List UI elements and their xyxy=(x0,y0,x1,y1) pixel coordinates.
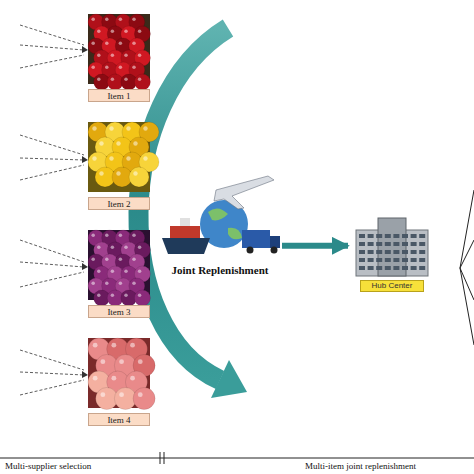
transport-group: Joint Replenishment xyxy=(158,168,282,276)
curved-arrow-head xyxy=(211,360,247,398)
item-label-box: Item 4 xyxy=(88,413,150,426)
fruit-photo xyxy=(88,338,155,410)
fruit-photo xyxy=(88,122,159,192)
distribution-lines xyxy=(460,190,474,345)
item-label: Item 3 xyxy=(107,307,130,317)
hub-center-box: Hub Center xyxy=(348,212,436,292)
stage-label: Multi-supplier selection xyxy=(2,461,94,471)
hub-center-label: Hub Center xyxy=(360,280,424,292)
item-label: Item 2 xyxy=(107,199,130,209)
stage-label: Multi-item joint replenishment xyxy=(302,461,419,471)
item-label: Item 4 xyxy=(107,415,130,425)
flow-arrow xyxy=(282,243,348,249)
item-label-box: Item 3 xyxy=(88,305,150,318)
item-label-box: Item 1 xyxy=(88,89,150,102)
fruit-photo xyxy=(88,14,150,90)
item-label: Item 1 xyxy=(107,91,130,101)
fruit-photos xyxy=(88,14,159,410)
joint-replenishment-title: Joint Replenishment xyxy=(158,264,282,276)
fruit-photo xyxy=(88,230,150,306)
transport-illustration xyxy=(158,168,282,260)
hub-building xyxy=(348,212,436,278)
item-label-box: Item 2 xyxy=(88,197,150,210)
supplier-links xyxy=(20,25,84,395)
